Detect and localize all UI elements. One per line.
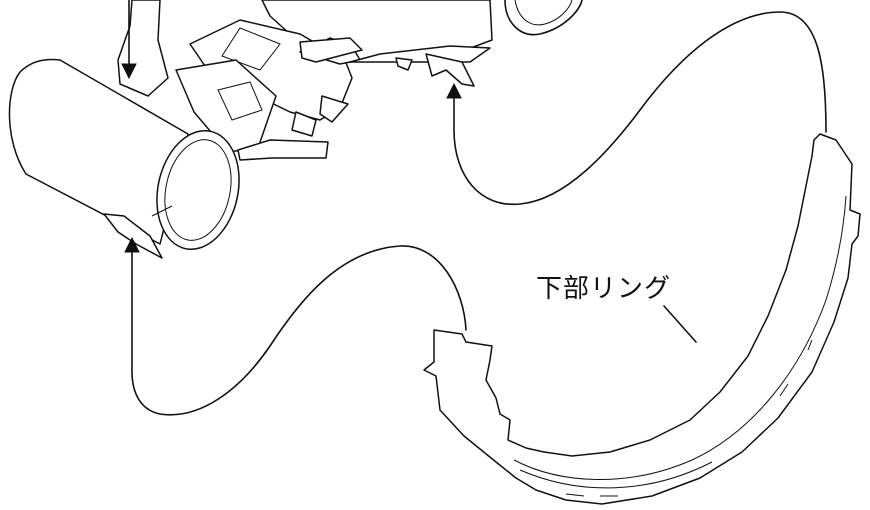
- up-arrow-center-fin-icon: [446, 82, 462, 99]
- label-leader-line: [663, 305, 697, 343]
- wing-assembly: [175, 0, 493, 161]
- connector-curves: [131, 11, 827, 416]
- lower-ring-label: 下部リング: [536, 274, 672, 304]
- intake-cylinder-right: [504, 0, 583, 36]
- connector-left-fin-to-ring: [131, 245, 467, 416]
- lower-ring: [423, 133, 861, 505]
- down-arrow-top-left-icon: [121, 0, 137, 80]
- up-arrow-left-fin-icon: [124, 236, 140, 253]
- connector-center-fin-to-ring: [453, 11, 827, 206]
